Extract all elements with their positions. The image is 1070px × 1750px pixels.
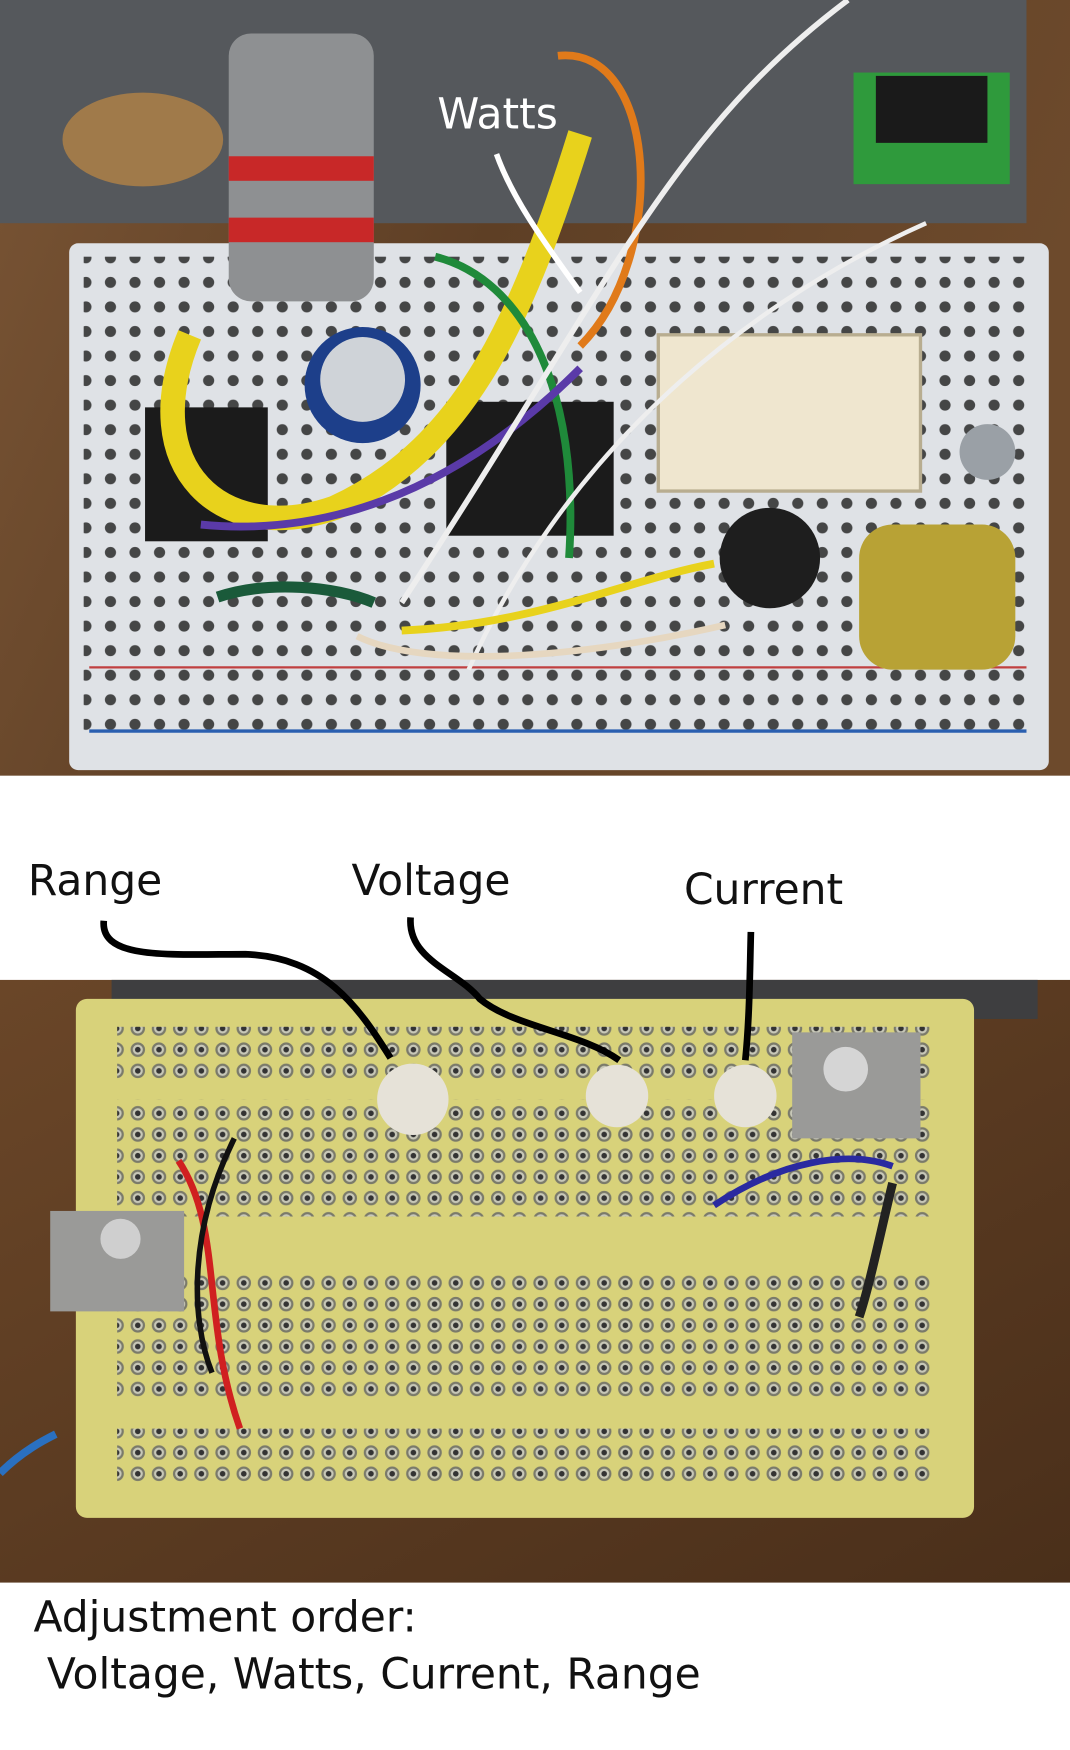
header-connector [656,333,923,493]
bracket-hole [62,92,224,187]
caption-line-2: Voltage, Watts, Current, Range [47,1650,701,1699]
trimpot-voltage [585,1064,649,1128]
red-tape [228,156,374,181]
capacitor-top [320,337,406,422]
top-photo: Watts [0,0,1070,776]
red-wire [175,1158,244,1430]
orange-wire [557,51,645,349]
green-wire [434,252,575,559]
yellow-wire [160,130,592,530]
range-pointer-line [100,920,394,1060]
tan-wire [355,621,726,660]
red-tape [228,217,374,243]
holes-row-4 [117,1428,932,1485]
voltage-pointer-line [407,917,622,1064]
purple-wire [200,365,583,531]
nut [823,1046,869,1092]
black-wire [194,1137,237,1374]
white-wire [399,0,850,605]
black-wire [854,1181,897,1319]
watts-pointer-line [493,153,583,295]
screw [959,424,1016,480]
caption-line-1: Adjustment order: [33,1593,416,1642]
current-pointer-line [741,931,755,1061]
yellow-wire [401,559,715,635]
trimpot-range [377,1063,449,1136]
yellow-capacitor [859,524,1016,670]
holes-row-3 [117,1272,932,1401]
label-current: Current [684,865,843,914]
blue-wire [712,1155,894,1209]
label-range: Range [28,856,162,905]
ic-chip [446,401,614,536]
switch-body [875,75,988,143]
dark-green-wire [215,581,376,608]
label-watts: Watts [437,89,557,138]
inductor [719,507,821,609]
label-voltage: Voltage [351,856,510,905]
nut [100,1218,141,1259]
bottom-photo [0,979,1070,1583]
blue-wire [0,1430,58,1476]
white-wire [466,221,927,671]
trimpot-current [714,1064,777,1128]
